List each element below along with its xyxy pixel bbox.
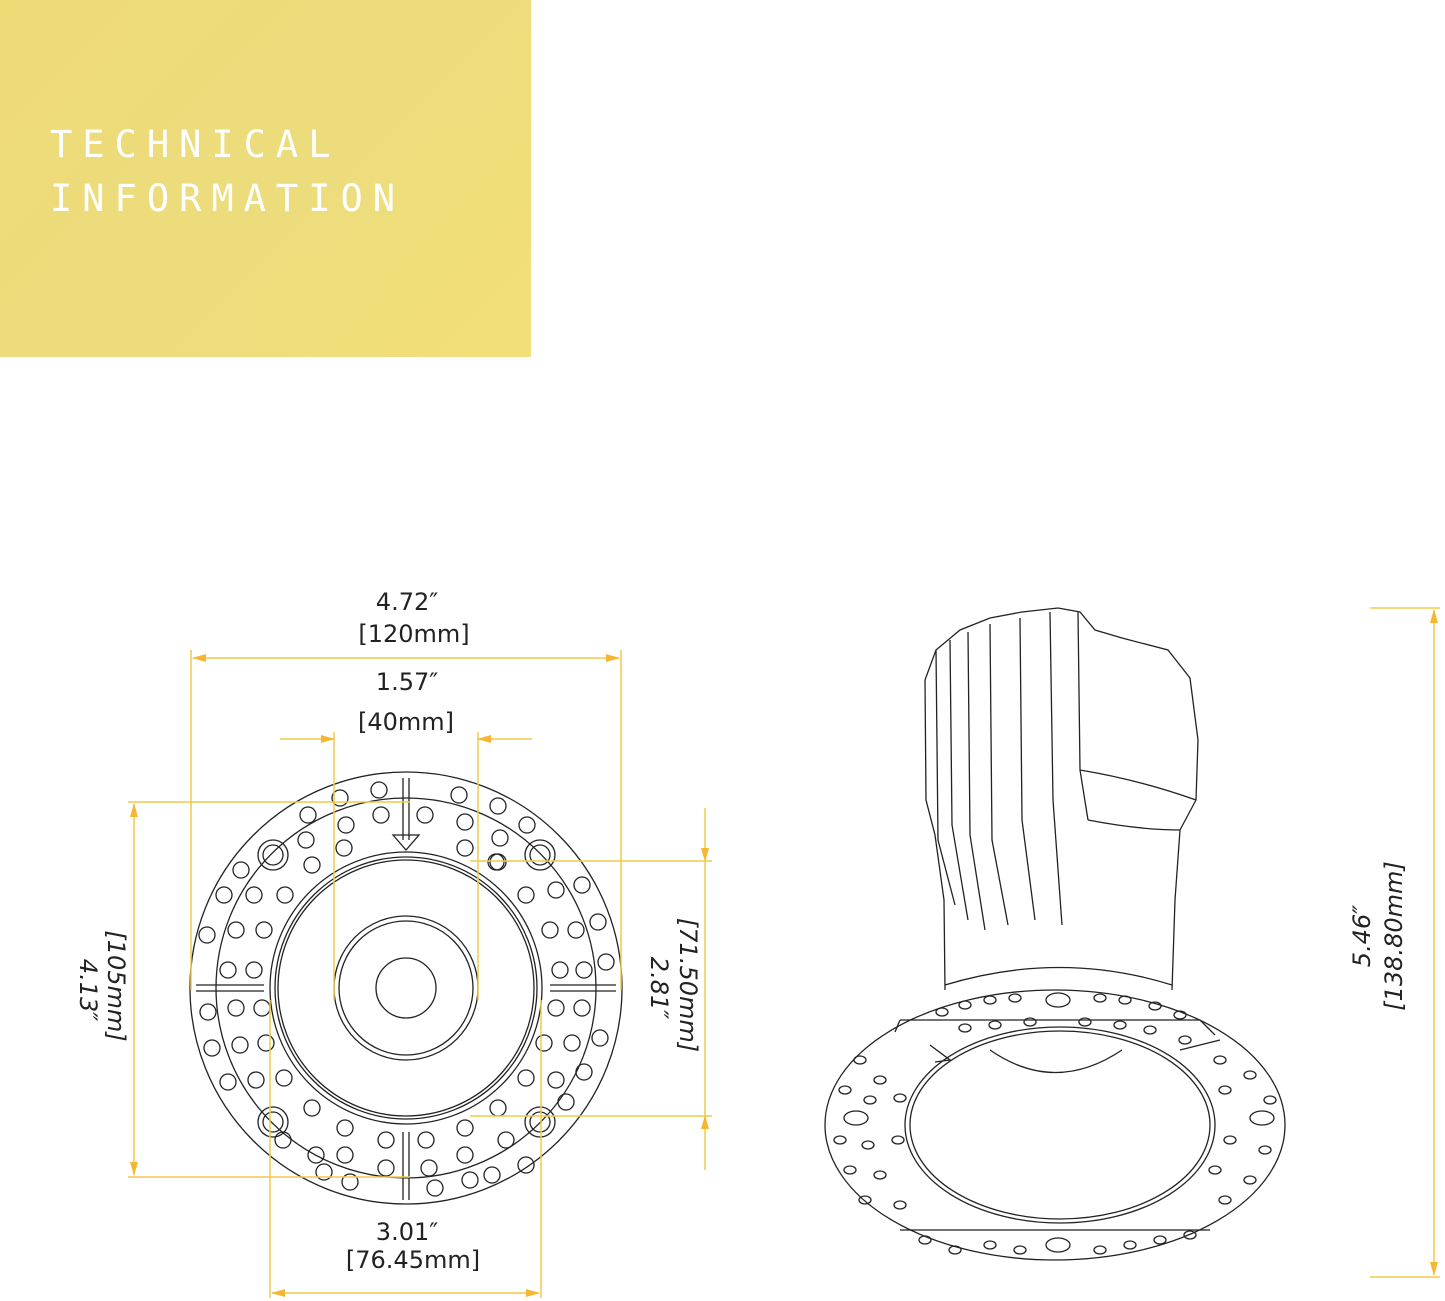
bottom-width-metric: [76.45mm]	[346, 1246, 480, 1274]
side-view-drawing	[824, 607, 1286, 1261]
page-title: TECHNICAL INFORMATION	[50, 118, 405, 226]
height-right-metric: [71.50mm]	[674, 918, 702, 1052]
overall-width-imperial: 4.72″	[376, 588, 438, 616]
cutout-imperial: 1.57″	[376, 668, 438, 696]
title-line-1: TECHNICAL	[50, 123, 341, 166]
height-left-imperial: 4.13″	[74, 959, 102, 1021]
bottom-width-imperial: 3.01″	[376, 1218, 438, 1246]
top-view-dimensions	[128, 650, 712, 1298]
side-view-dimensions	[1370, 607, 1440, 1278]
side-view-labels: 5.46″ [138.80mm]	[1348, 861, 1408, 1010]
height-left-metric: [105mm]	[102, 930, 130, 1041]
overall-height-metric: [138.80mm]	[1380, 861, 1408, 1010]
overall-width-metric: [120mm]	[358, 620, 469, 648]
title-panel: TECHNICAL INFORMATION	[0, 0, 531, 357]
height-right-imperial: 2.81″	[645, 957, 673, 1019]
top-view-drawing	[189, 771, 623, 1205]
title-line-2: INFORMATION	[50, 177, 406, 220]
overall-height-imperial: 5.46″	[1348, 905, 1376, 967]
cutout-metric: [40mm]	[358, 708, 454, 736]
top-view-labels: 4.72″ [120mm] 1.57″ [40mm] 4.13″ [105mm]…	[74, 588, 702, 1274]
